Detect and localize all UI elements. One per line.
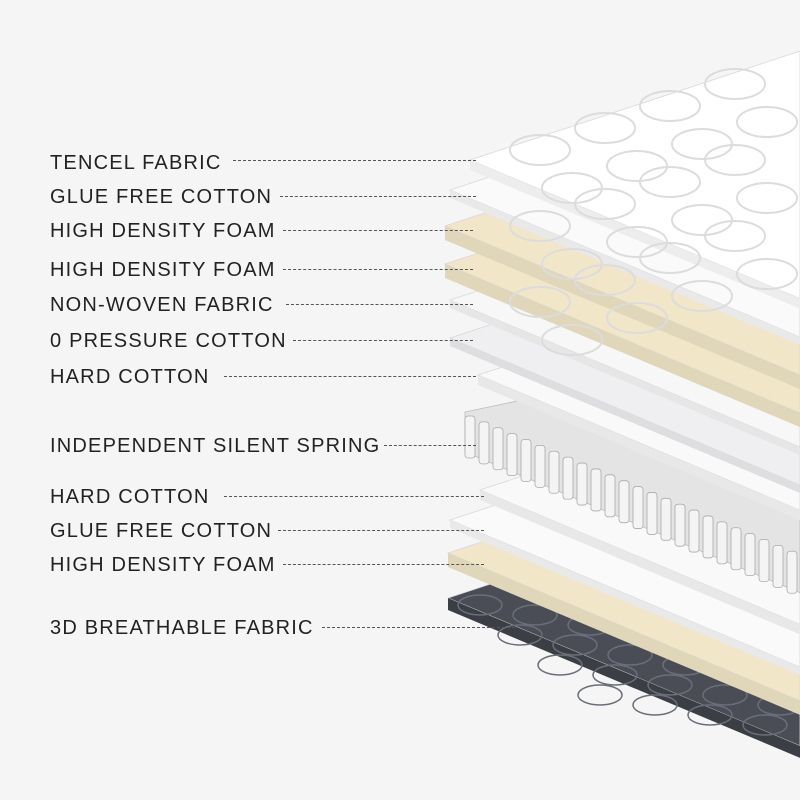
mesh-pattern	[742, 714, 788, 736]
layer-edge-zero-pressure-cotton	[450, 338, 800, 493]
leader-line	[224, 376, 476, 377]
quilt-stitch	[639, 90, 701, 122]
spring-coil	[758, 539, 770, 582]
quilt-stitch	[541, 172, 603, 204]
spring-coil	[772, 544, 784, 588]
quilt-stitch	[704, 220, 766, 252]
layer-edge-high-density-foam	[445, 226, 800, 390]
layer-edge-glue-free-cotton	[450, 520, 800, 675]
layer-label-high-density-foam: HIGH DENSITY FOAM	[50, 554, 276, 576]
layer-label-high-density-foam: HIGH DENSITY FOAM	[50, 259, 276, 281]
quilt-stitch	[639, 166, 701, 198]
mesh-pattern	[497, 624, 543, 646]
quilt-stitch	[509, 286, 571, 318]
layer-edge-tencel-fabric	[470, 160, 800, 309]
layer-edge-glue-free-cotton	[450, 190, 800, 345]
quilt-stitch	[509, 210, 571, 242]
layer-edge-3d-breathable-fabric	[448, 598, 800, 758]
leader-line	[224, 496, 484, 497]
layer-edge-hard-cotton	[480, 490, 800, 635]
spring-coil	[548, 450, 560, 494]
layer-edge-high-density-foam	[445, 264, 800, 428]
quilt-stitch	[509, 134, 571, 166]
mesh-pattern	[537, 654, 583, 676]
spring-coil	[646, 492, 658, 535]
mesh-pattern	[457, 594, 503, 616]
leader-line	[286, 304, 473, 305]
spring-coil	[786, 550, 798, 594]
spring-coil	[478, 421, 490, 465]
leader-line	[322, 627, 515, 628]
quilt-stitch	[574, 264, 636, 296]
mesh-pattern	[512, 604, 558, 626]
quilt-stitch	[704, 144, 766, 176]
layer-label-tencel-fabric: TENCEL FABRIC	[50, 152, 222, 174]
quilt-stitch	[541, 324, 603, 356]
spring-coil	[716, 521, 728, 565]
mesh-pattern	[687, 704, 733, 726]
quilt-stitch	[736, 258, 798, 290]
layer-label-non-woven-fabric: NON-WOVEN FABRIC	[50, 294, 274, 316]
quilt-stitch	[541, 248, 603, 280]
spring-coil	[590, 468, 602, 512]
leader-line	[283, 269, 473, 270]
spring-coil	[730, 527, 742, 571]
layer-label-independent-silent-spring: INDEPENDENT SILENT SPRING	[50, 435, 381, 457]
layer-label-glue-free-cotton: GLUE FREE COTTON	[50, 186, 273, 208]
spring-coil	[576, 462, 588, 506]
leader-line	[384, 445, 476, 446]
spring-coil	[492, 427, 504, 471]
spring-coil	[464, 415, 476, 459]
layer-edge-non-woven-fabric	[450, 300, 800, 455]
quilt-stitch	[671, 128, 733, 160]
quilt-stitch	[671, 280, 733, 312]
spring-coil	[688, 509, 700, 553]
leader-line	[280, 196, 476, 197]
quilt-stitch	[606, 302, 668, 334]
layer-edge-hard-cotton	[478, 375, 800, 521]
quilt-stitch	[736, 182, 798, 214]
quilt-stitch	[704, 68, 766, 100]
spring-coil	[562, 456, 574, 500]
spring-coil	[632, 486, 644, 529]
layer-label-hard-cotton: HARD COTTON	[50, 366, 210, 388]
leader-line	[233, 160, 476, 161]
spring-coil	[604, 474, 616, 518]
mesh-pattern	[647, 674, 693, 696]
mesh-pattern	[702, 684, 748, 706]
spring-coil	[702, 515, 714, 559]
quilt-stitch	[606, 150, 668, 182]
layer-label-3d-breathable-fabric: 3D BREATHABLE FABRIC	[50, 617, 314, 639]
layer-label-hard-cotton: HARD COTTON	[50, 486, 210, 508]
quilt-stitch	[736, 106, 798, 138]
mesh-pattern	[607, 644, 653, 666]
spring-coil	[520, 439, 532, 482]
mesh-pattern	[552, 634, 598, 656]
quilt-stitch	[671, 204, 733, 236]
layer-label-high-density-foam: HIGH DENSITY FOAM	[50, 220, 276, 242]
layer-label-zero-pressure-cotton: 0 PRESSURE COTTON	[50, 330, 287, 352]
spring-coil	[534, 444, 546, 488]
mesh-pattern	[632, 694, 678, 716]
layer-label-glue-free-cotton: GLUE FREE COTTON	[50, 520, 273, 542]
mesh-pattern	[592, 664, 638, 686]
quilt-stitch	[574, 112, 636, 144]
spring-coil	[744, 533, 756, 576]
leader-line	[278, 530, 484, 531]
spring-coil	[660, 497, 672, 541]
spring-coil	[506, 433, 518, 477]
leader-line	[283, 230, 473, 231]
mesh-pattern	[577, 684, 623, 706]
spring-coil	[618, 480, 630, 524]
leader-line	[283, 564, 484, 565]
quilt-stitch	[574, 188, 636, 220]
quilt-stitch	[639, 242, 701, 274]
spring-coil	[674, 503, 686, 547]
leader-line	[293, 340, 473, 341]
layer-edge-high-density-foam	[448, 553, 800, 715]
quilt-stitch	[606, 226, 668, 258]
